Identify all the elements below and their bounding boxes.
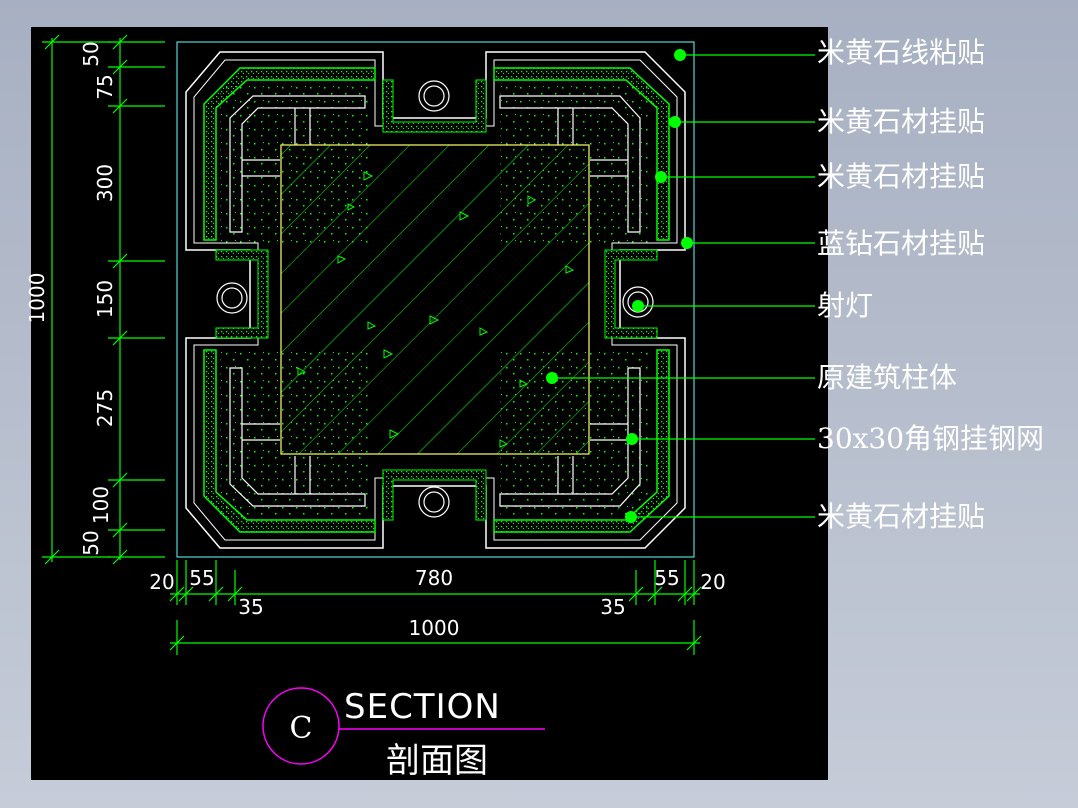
section-title-en: SECTION — [344, 687, 501, 727]
section-marker: C SECTION 剖面图 — [262, 687, 545, 781]
dim-bottom-55-right: 55 — [654, 566, 679, 590]
callout-label-5: 射灯 — [817, 289, 873, 322]
dim-left-300: 300 — [93, 164, 117, 202]
steel-angle-frames — [229, 95, 641, 507]
callout-label-7: 30x30角钢挂钢网 — [817, 422, 1044, 455]
dim-left-50-top: 50 — [79, 41, 103, 66]
dim-bottom-55-left: 55 — [189, 566, 214, 590]
overall-outline — [176, 41, 695, 558]
dim-left-275: 275 — [93, 389, 117, 427]
spotlight-left — [216, 282, 248, 314]
callout-label-6: 原建筑柱体 — [817, 361, 957, 394]
dim-left-50-bottom: 50 — [79, 530, 103, 555]
callout-label-3: 米黄石材挂贴 — [817, 160, 985, 193]
callout-label-4: 蓝钻石材挂贴 — [817, 227, 985, 260]
section-letter: C — [290, 711, 313, 746]
dim-bottom-35-left: 35 — [238, 595, 263, 619]
section-marker-circle — [262, 687, 340, 765]
dim-bottom-20-left: 20 — [149, 570, 174, 594]
dim-overall-width: 1000 — [409, 616, 460, 640]
spotlight-bottom — [418, 486, 450, 518]
dim-left-150: 150 — [93, 280, 117, 318]
dim-bottom-35-right: 35 — [600, 595, 625, 619]
dim-left-75: 75 — [93, 74, 117, 99]
callout-label-1: 米黄石线粘贴 — [817, 36, 985, 69]
dim-left-100: 100 — [89, 486, 113, 524]
callout-label-2: 米黄石材挂贴 — [817, 105, 985, 138]
callout-label-8: 米黄石材挂贴 — [817, 500, 985, 533]
section-title-cn: 剖面图 — [386, 741, 488, 781]
original-column — [280, 144, 590, 455]
dim-bottom-780: 780 — [415, 566, 453, 590]
dim-bottom-20-right: 20 — [700, 570, 725, 594]
inner-stone-profile — [193, 59, 678, 541]
bottom-dimension-chain — [169, 560, 702, 605]
overall-height-dimension — [42, 34, 110, 565]
overall-width-dimension — [169, 620, 702, 655]
dim-overall-height: 1000 — [25, 273, 49, 324]
spotlight-top — [418, 80, 450, 112]
left-dimension-chain — [108, 34, 165, 565]
callout-leaders — [546, 49, 815, 523]
